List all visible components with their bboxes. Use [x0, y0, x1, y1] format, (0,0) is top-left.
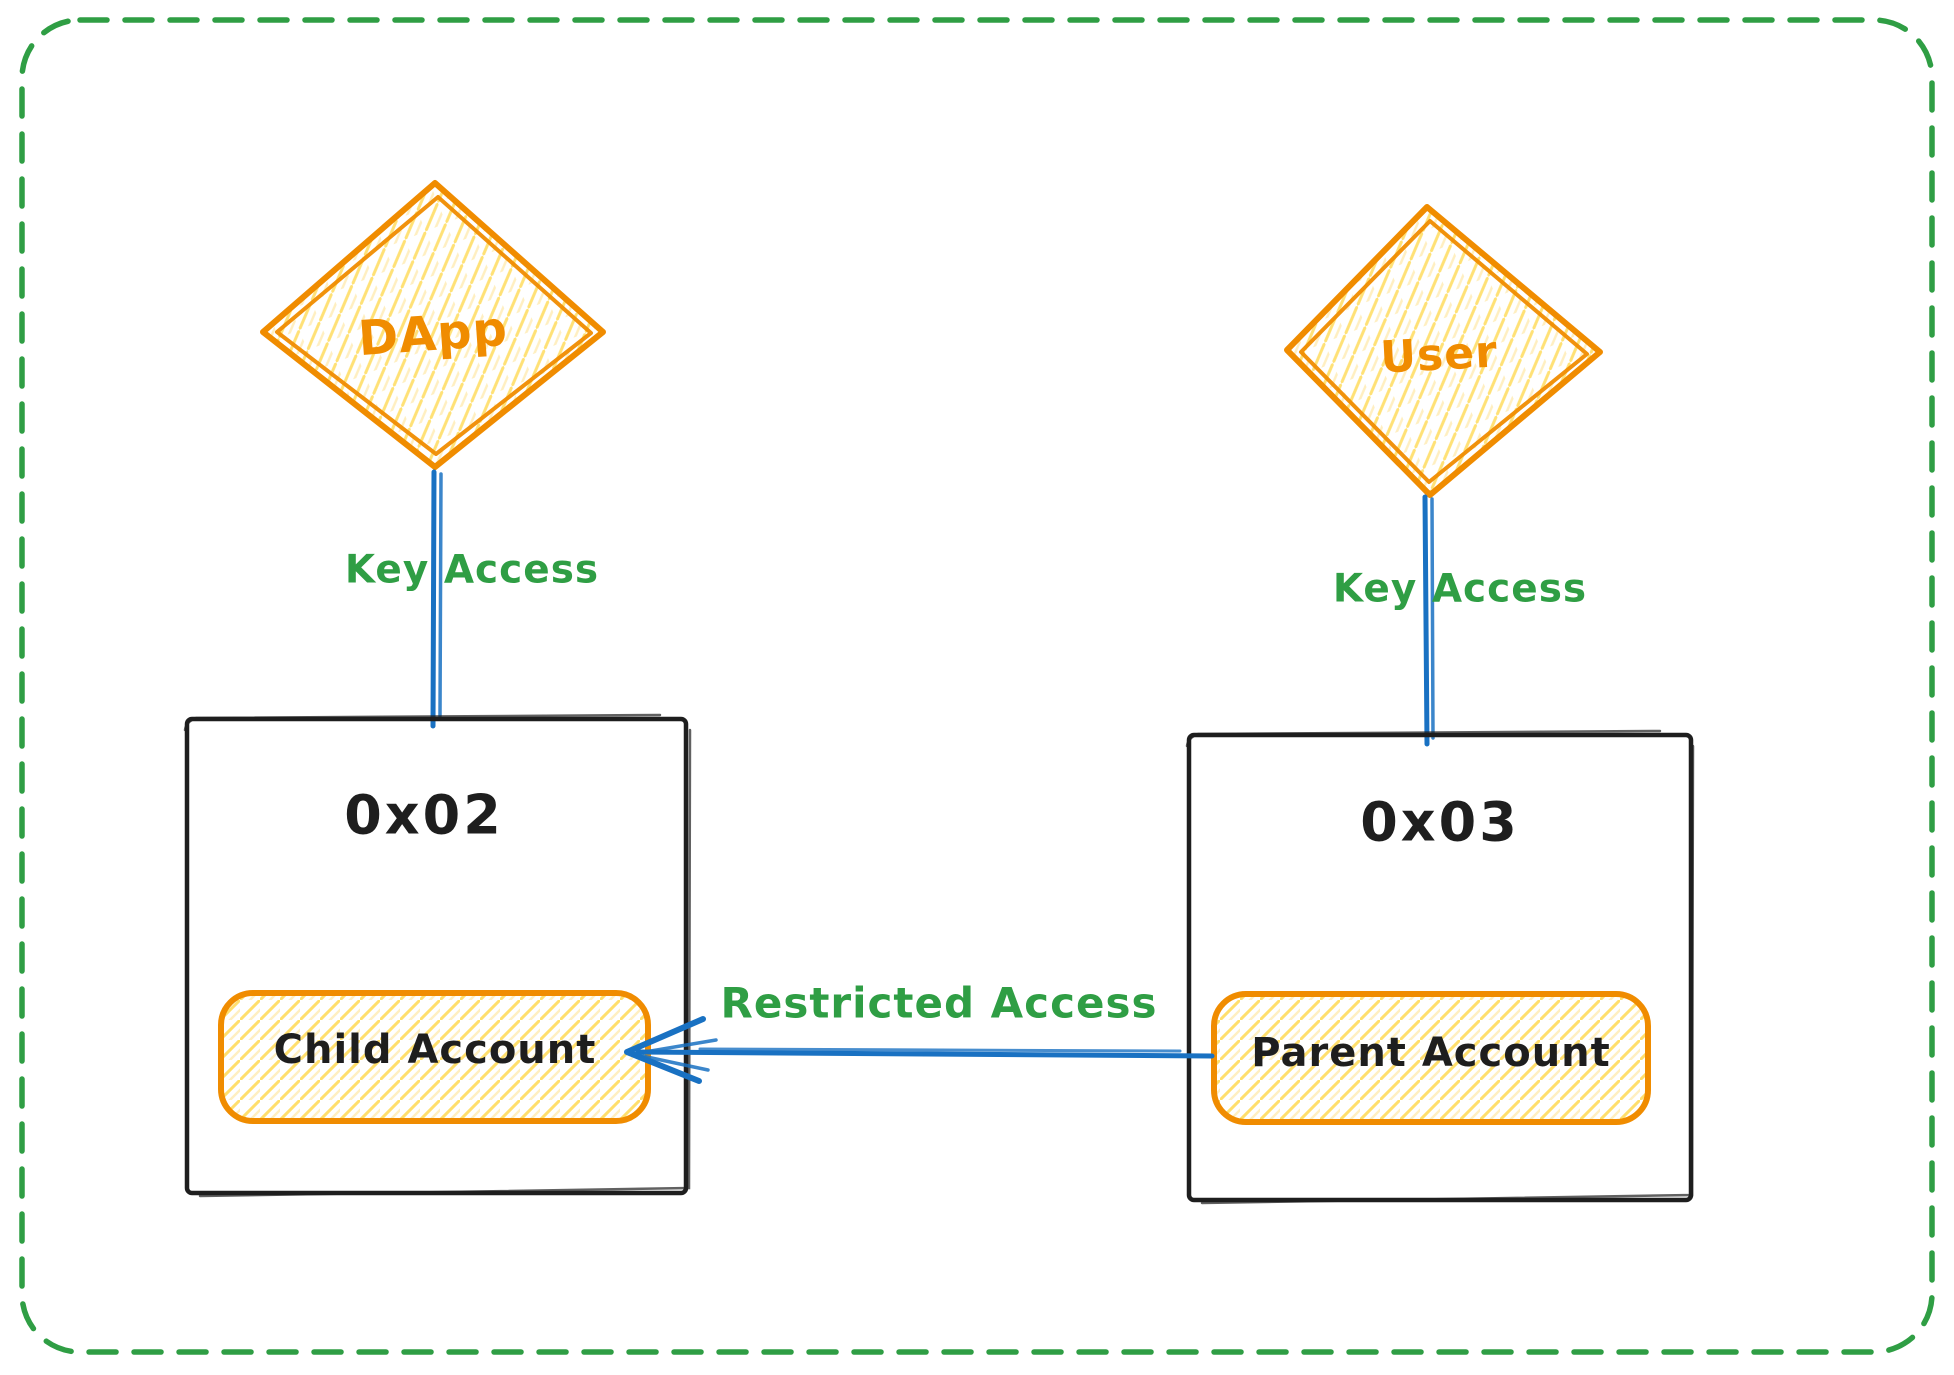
right-box-address-label: 0x03 — [1360, 790, 1520, 854]
dapp-key-access-connector — [430, 469, 443, 729]
user-key-access-connector — [1422, 494, 1435, 747]
user-diamond — [1284, 204, 1603, 498]
left-box-address-label: 0x02 — [344, 783, 504, 847]
dapp-node-label: DApp — [356, 300, 510, 368]
restricted-access-arrow — [624, 1016, 1215, 1084]
dapp-key-access-edge-label: Key Access — [344, 547, 600, 593]
child-account-label: Child Account — [273, 1027, 597, 1073]
user-key-access-edge-label: Key Access — [1332, 566, 1588, 612]
outer-dashed-frame — [19, 17, 1935, 1355]
parent-account-label: Parent Account — [1251, 1030, 1611, 1076]
right-account-box — [1185, 729, 1695, 1205]
dapp-diamond — [260, 180, 606, 470]
restricted-access-edge-label: Restricted Access — [720, 978, 1158, 1028]
left-account-box — [183, 713, 692, 1198]
user-node-label: User — [1379, 326, 1499, 384]
parent-account-pill — [1211, 991, 1651, 1125]
